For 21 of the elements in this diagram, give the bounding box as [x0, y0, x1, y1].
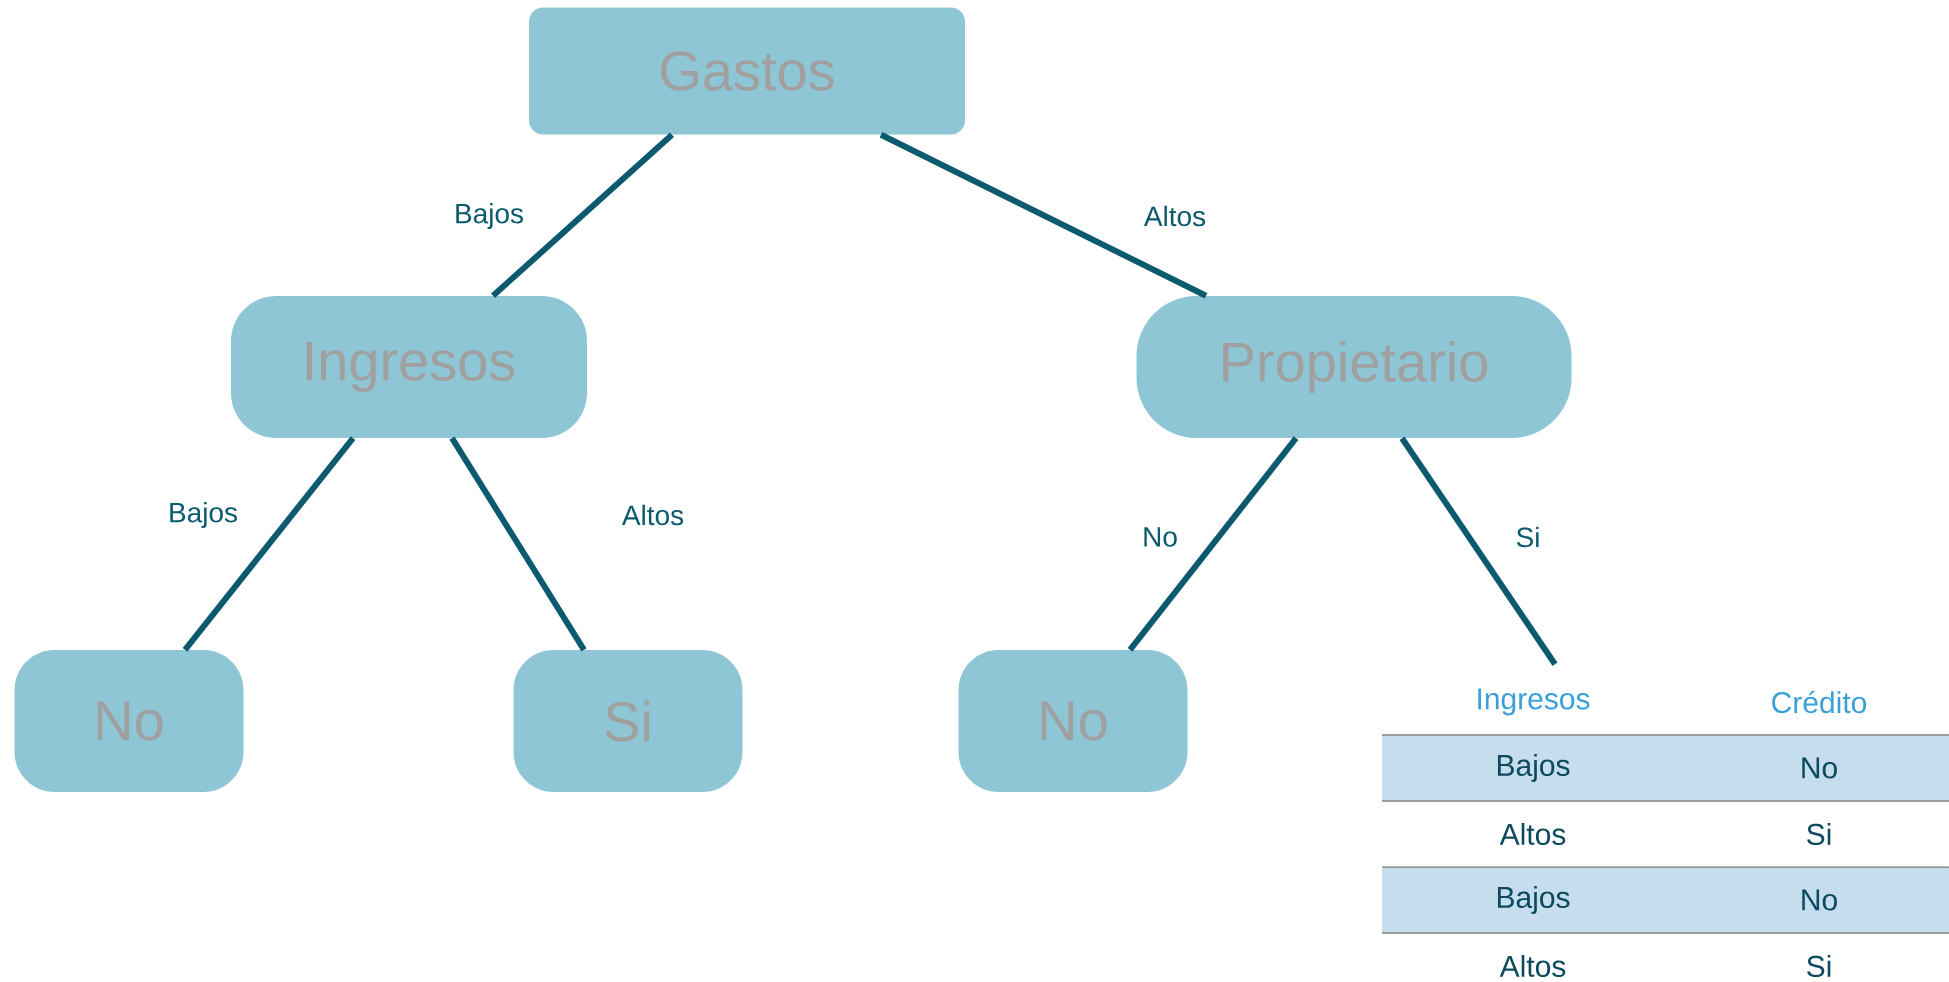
node-label: Si	[1807, 954, 1831, 978]
node-label: Ingresos	[1478, 688, 1590, 716]
edge-label: Si	[1513, 524, 1543, 550]
branch-line	[879, 132, 1208, 299]
branch-line	[182, 436, 356, 652]
edge-label: Bajos	[452, 200, 527, 232]
node-label: Si	[1807, 822, 1831, 846]
node-label: Crédito	[1772, 690, 1867, 714]
edge-label: Bajos	[166, 499, 241, 531]
data-table: Ingresos Crédito Bajos No Altos Si Bajos No Altos Si	[1381, 688, 1949, 977]
branch-line	[1127, 436, 1299, 652]
node-label: No	[1802, 889, 1837, 911]
edge-label: No	[1140, 525, 1180, 549]
node-label: Altos	[1499, 954, 1566, 978]
branch-line	[1399, 436, 1558, 666]
edge-label: Altos	[619, 502, 687, 528]
node-label: Altos	[1499, 822, 1566, 846]
node-label: Bajos	[1497, 886, 1570, 914]
branch-line	[449, 436, 587, 652]
edge-label: Altos	[1141, 203, 1209, 229]
branch-line	[491, 132, 674, 299]
